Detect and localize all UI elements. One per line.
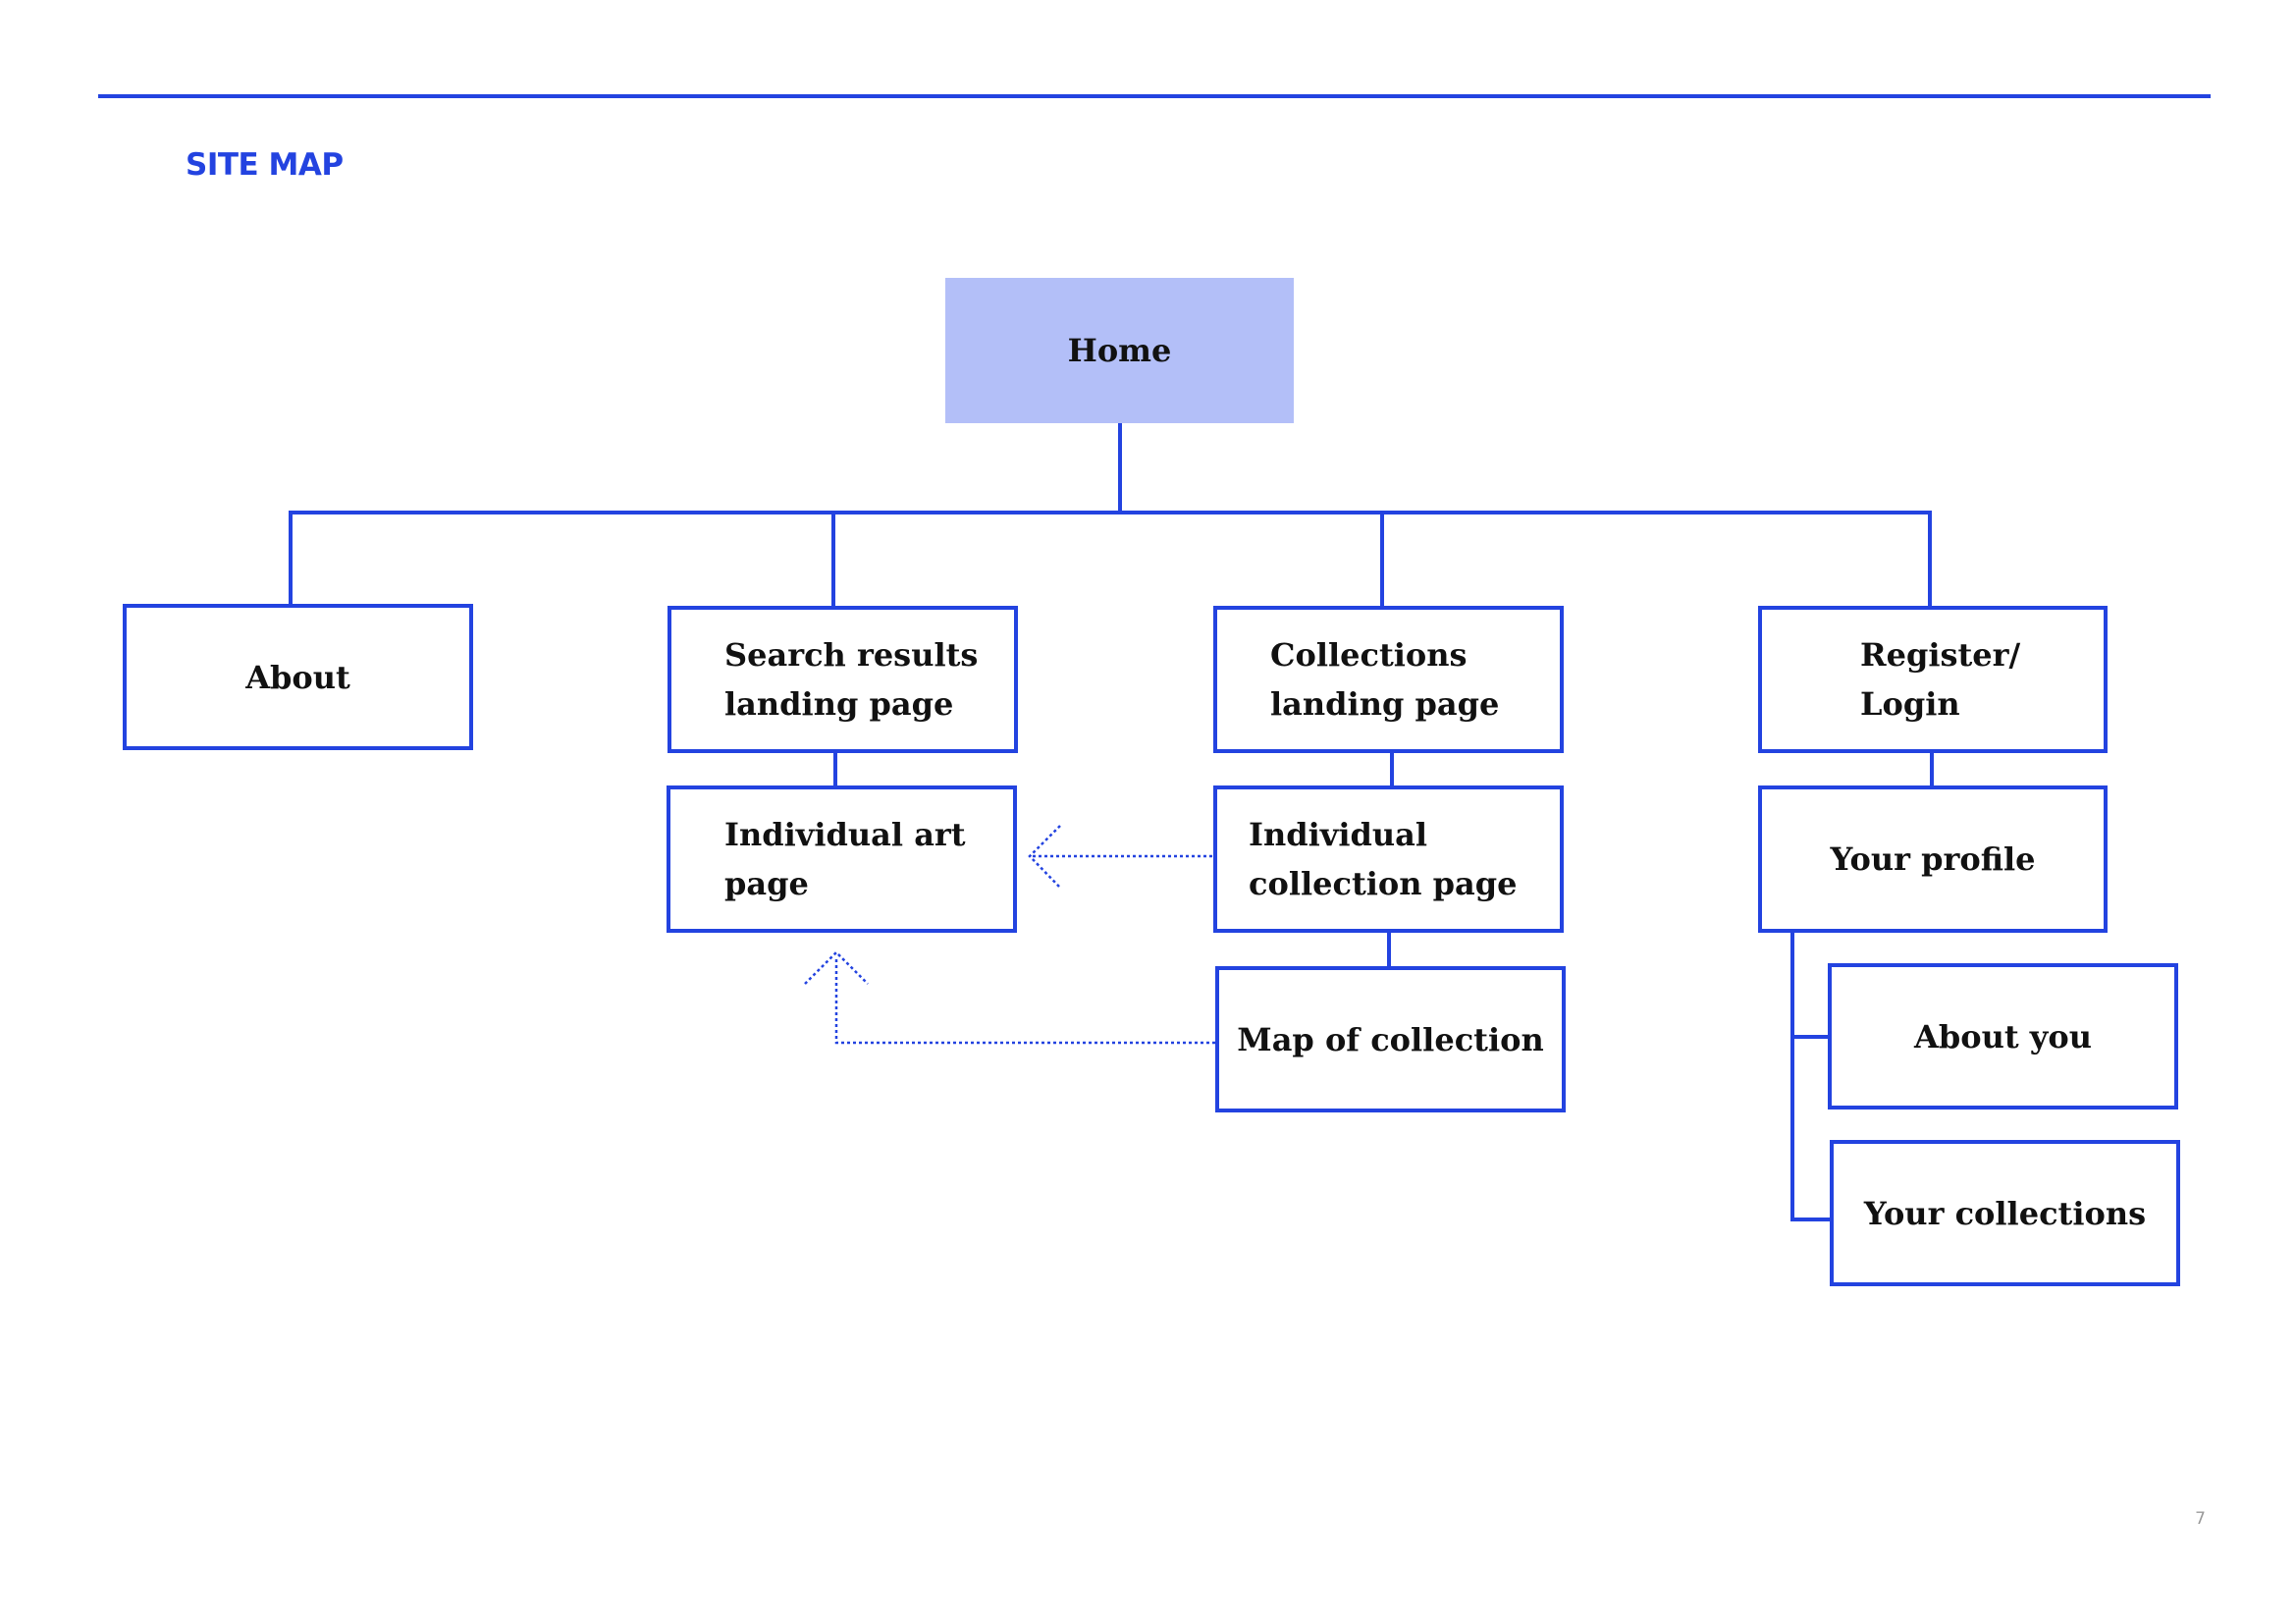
your-collections-label: Your collections: [1863, 1194, 2147, 1232]
map-of-collection-label: Map of collection: [1237, 1020, 1544, 1058]
collections-landing-node: Collections landing page: [1213, 606, 1564, 753]
search-results-label: Search results landing page: [724, 636, 979, 723]
map-to-art-dotted-line: [834, 957, 1215, 1045]
your-profile-node: Your profile: [1758, 785, 2108, 933]
individual-art-node: Individual art page: [667, 785, 1017, 933]
home-label: Home: [1067, 332, 1172, 369]
map-of-collection-node: Map of collection: [1215, 966, 1566, 1112]
register-login-node: Register/ Login: [1758, 606, 2108, 753]
about-you-node: About you: [1828, 963, 2178, 1110]
individual-collection-label: Individual collection page: [1249, 816, 1518, 902]
your-profile-label: Your profile: [1830, 840, 2036, 878]
individual-art-label: Individual art page: [724, 816, 966, 902]
about-label: About: [245, 658, 350, 696]
register-login-label: Register/ Login: [1860, 636, 2021, 723]
home-node: Home: [945, 278, 1294, 423]
about-you-label: About you: [1914, 1017, 2092, 1056]
top-rule: [98, 94, 2211, 98]
search-results-node: Search results landing page: [667, 606, 1018, 753]
collections-landing-label: Collections landing page: [1270, 636, 1500, 723]
page-number: 7: [2195, 1509, 2206, 1529]
about-node: About: [123, 604, 473, 750]
profile-subtree-connector: [1790, 932, 1832, 1221]
page-title: SITE MAP: [186, 147, 344, 183]
your-collections-node: Your collections: [1830, 1140, 2180, 1286]
collection-to-art-arrowhead: [1028, 825, 1061, 889]
individual-collection-node: Individual collection page: [1213, 785, 1564, 933]
